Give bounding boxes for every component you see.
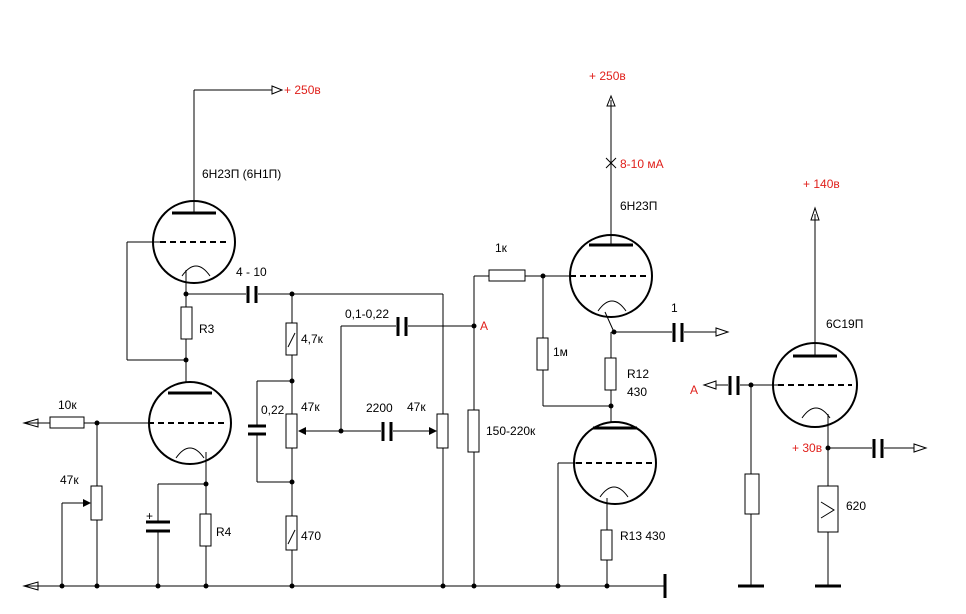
cap-2200-label: 2200 [366,401,393,415]
r-620-label: 620 [846,499,866,513]
r13-label: R13 430 [620,529,666,543]
input-10k-label: 10к [58,398,77,412]
r3-label: R3 [199,322,215,336]
r-1k-label: 1к [495,241,508,255]
node-a-label: А [480,319,488,333]
pot-47k-a-label: 47к [301,400,320,414]
pot-47k-b-label: 47к [407,400,426,414]
cap-4-10-label: 4 - 10 [236,265,267,279]
r12-label: R12 [627,367,649,381]
r12-value-label: 430 [627,385,647,399]
input-network [22,416,148,589]
v2-cathode-output [604,323,730,426]
v3-cathode-label: + 30в [792,441,822,455]
v1-tube-label: 6Н23П (6Н1П) [202,167,281,181]
v1-grid-wiring [126,241,186,361]
input-pot-label: 47к [60,473,79,487]
cout1-label: 1 [671,301,678,315]
v3-supply-label: + 140в [803,177,840,191]
tube-v2-lower [555,421,657,589]
tone-network [186,276,480,589]
v2-supply-label: + 250в [589,69,626,83]
cap-plus-sign: + [146,509,153,523]
r4-label: R4 [216,525,232,539]
r-470-label: 470 [301,529,321,543]
r-4-7k-label: 4,7к [301,332,324,346]
v2-tube-label: 6Н23П [620,199,657,213]
ground-bus [22,574,667,598]
r-150-220k-label: 150-220к [486,424,536,438]
r-1m-label: 1м [553,345,568,359]
v1-supply-label: + 250в [284,83,321,97]
cap-0-22-label: 0,22 [261,403,285,417]
resistor-r3 [180,291,193,383]
v3-tube-label: 6С19П [826,317,863,331]
tube-v2-upper [569,94,653,333]
v1-cathode-network [146,481,212,589]
cap-0-1-label: 0,1-0,22 [345,307,389,321]
v2-grid-network [474,269,611,407]
node-a-input-label: А [690,383,698,397]
tube-v3 [772,206,928,588]
tube-v1-lower [148,381,232,484]
current-label: 8-10 мА [620,157,664,171]
v3-grid-network [702,376,778,588]
